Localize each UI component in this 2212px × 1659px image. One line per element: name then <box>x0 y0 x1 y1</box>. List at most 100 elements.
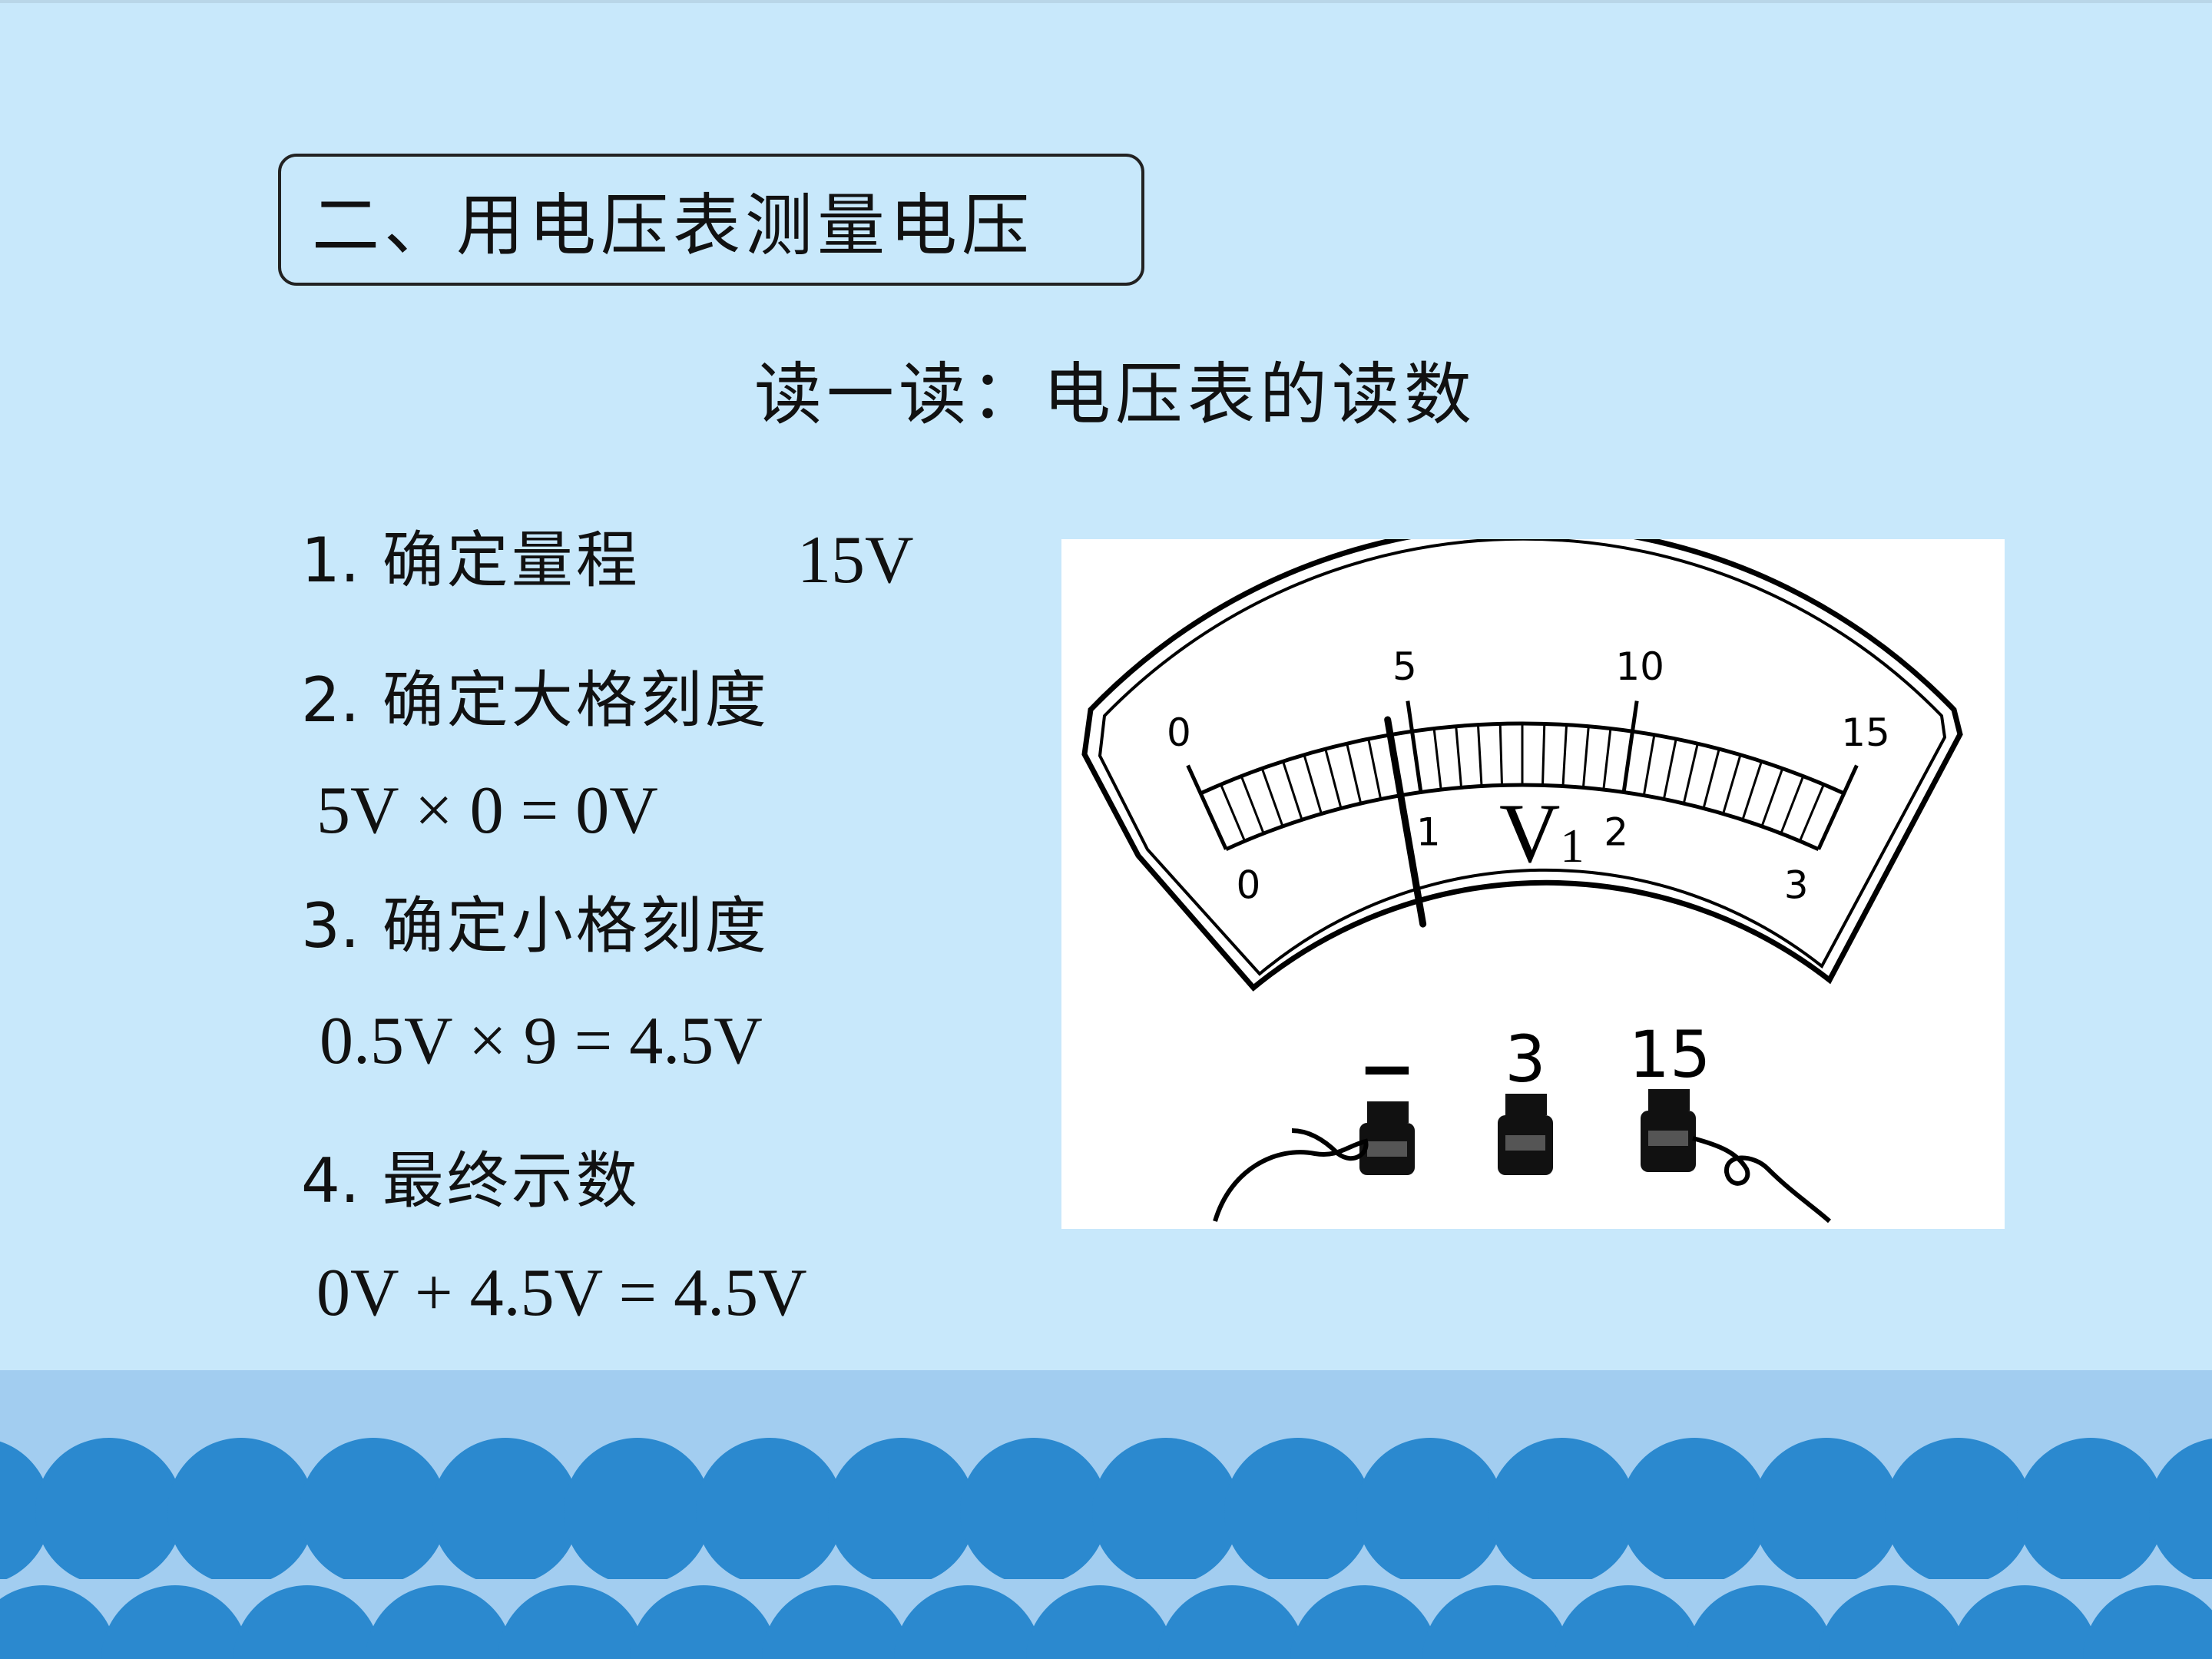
step-1-number: 1. <box>301 525 360 596</box>
scale-tick <box>1541 724 1546 786</box>
step-2: 2. 确定大格刻度 <box>301 662 770 739</box>
wave-scallop <box>1687 1585 1834 1659</box>
terminal-label-3: 3 <box>1505 1022 1545 1097</box>
scale-tick <box>1303 754 1323 814</box>
wire-left <box>1213 1128 1369 1222</box>
step-3-number: 3. <box>301 890 360 962</box>
scale-label-upper: 0 <box>1167 710 1191 755</box>
meter-inner-frame <box>1098 539 1947 976</box>
section-title-box: 二、用电压表测量电压 <box>278 154 1144 286</box>
wave-scallop <box>498 1585 645 1659</box>
scale-tick <box>1602 728 1612 790</box>
scale-label-lower: 2 <box>1604 810 1628 855</box>
scale-tick <box>1561 724 1568 786</box>
wave-scallop <box>1753 1438 1900 1585</box>
wave-scallop <box>1422 1585 1570 1659</box>
meter-needle <box>1384 716 1427 928</box>
subtitle: 读一读：电压表的读数 <box>754 355 1477 434</box>
wave-scallop <box>35 1438 183 1585</box>
scale-label-lower: 0 <box>1236 863 1260 907</box>
section-title: 二、用电压表测量电压 <box>312 185 1035 265</box>
wave-decoration <box>0 1438 2212 1659</box>
wave-scallop <box>696 1438 843 1585</box>
step-4-label: 最终示数 <box>382 1145 641 1217</box>
meter-label-subscript: 1 <box>1560 820 1584 873</box>
wave-scallop <box>1290 1585 1438 1659</box>
scale-label-lower: 3 <box>1784 863 1809 907</box>
scale-label-lower: 1 <box>1416 810 1441 855</box>
scale-tick <box>1702 748 1720 809</box>
scale-label-upper: 15 <box>1841 710 1890 755</box>
wave-scallop <box>2017 1438 2164 1585</box>
wave-scallop <box>0 1441 51 1582</box>
step-3-calc: 0.5V × 9 = 4.5V <box>320 1004 763 1078</box>
step-4-calc: 0V + 4.5V = 4.5V <box>316 1256 807 1330</box>
scale-tick <box>1662 738 1677 800</box>
scale-tick <box>1780 776 1805 834</box>
wave-scallop <box>2083 1585 2212 1659</box>
step-4-number: 4. <box>301 1145 360 1217</box>
scale-tick <box>1760 768 1784 827</box>
scale-tick <box>1741 760 1763 820</box>
scale-tick <box>1282 760 1303 820</box>
step-1: 1. 确定量程 <box>301 522 641 599</box>
meter-label: V1 <box>1499 786 1584 880</box>
scale-tick <box>1367 738 1382 800</box>
meter-outer-frame <box>1081 539 1963 992</box>
scale-tick <box>1621 700 1639 793</box>
terminal-label-15: 15 <box>1629 1017 1711 1092</box>
wave-scallop <box>828 1438 975 1585</box>
wave-gap <box>0 1579 2212 1587</box>
wave-scallop <box>167 1438 315 1585</box>
wave-scallop <box>1819 1585 1966 1659</box>
wave-scallop <box>1026 1585 1174 1659</box>
scale-tick <box>1432 728 1442 790</box>
wave-scallop <box>0 1585 117 1659</box>
step-1-label: 确定量程 <box>382 525 641 596</box>
scale-tick <box>1186 764 1228 850</box>
scale-tick <box>1406 700 1423 793</box>
step-1-value: 15V <box>797 523 914 598</box>
wire-right <box>1692 1136 1832 1224</box>
scale-label-upper: 5 <box>1392 644 1417 689</box>
wave-scallop <box>1158 1585 1306 1659</box>
scale-tick <box>1324 748 1343 809</box>
wave-scallop <box>1621 1438 1768 1585</box>
scale-tick <box>1498 724 1503 786</box>
scale-tick <box>1476 724 1483 786</box>
terminal-negative <box>1359 1101 1415 1175</box>
wave-scallop <box>960 1438 1108 1585</box>
step-2-label: 确定大格刻度 <box>382 664 770 736</box>
wave-scallop <box>564 1438 711 1585</box>
scale-tick <box>1722 754 1742 814</box>
wave-scallop <box>1951 1585 2098 1659</box>
wave-scallop <box>432 1438 579 1585</box>
step-2-calc: 5V × 0 = 0V <box>316 773 658 848</box>
top-edge <box>0 0 2212 3</box>
scale-label-upper: 10 <box>1615 644 1664 689</box>
wave-scallop <box>233 1585 381 1659</box>
wave-scallop <box>2149 1439 2212 1584</box>
wave-scallop <box>1555 1585 1702 1659</box>
scale-tick <box>1642 734 1656 796</box>
wave-scallop <box>101 1585 249 1659</box>
step-3-label: 确定小格刻度 <box>382 890 770 962</box>
wave-scallop <box>1488 1438 1636 1585</box>
scale-tick <box>1240 776 1265 834</box>
wave-scallop <box>1356 1438 1504 1585</box>
step-2-number: 2. <box>301 664 360 736</box>
scale-tick <box>1455 726 1463 788</box>
terminal-3 <box>1498 1094 1553 1175</box>
wave-scallop <box>300 1438 447 1585</box>
wave-scallop <box>894 1585 1041 1659</box>
wave-scallop <box>762 1585 909 1659</box>
step-3: 3. 确定小格刻度 <box>301 888 770 965</box>
terminal-label-negative: − <box>1358 1028 1416 1109</box>
meter-label-letter: V <box>1499 786 1560 880</box>
wave-scallop <box>1885 1438 2032 1585</box>
scale-tick <box>1682 743 1699 804</box>
